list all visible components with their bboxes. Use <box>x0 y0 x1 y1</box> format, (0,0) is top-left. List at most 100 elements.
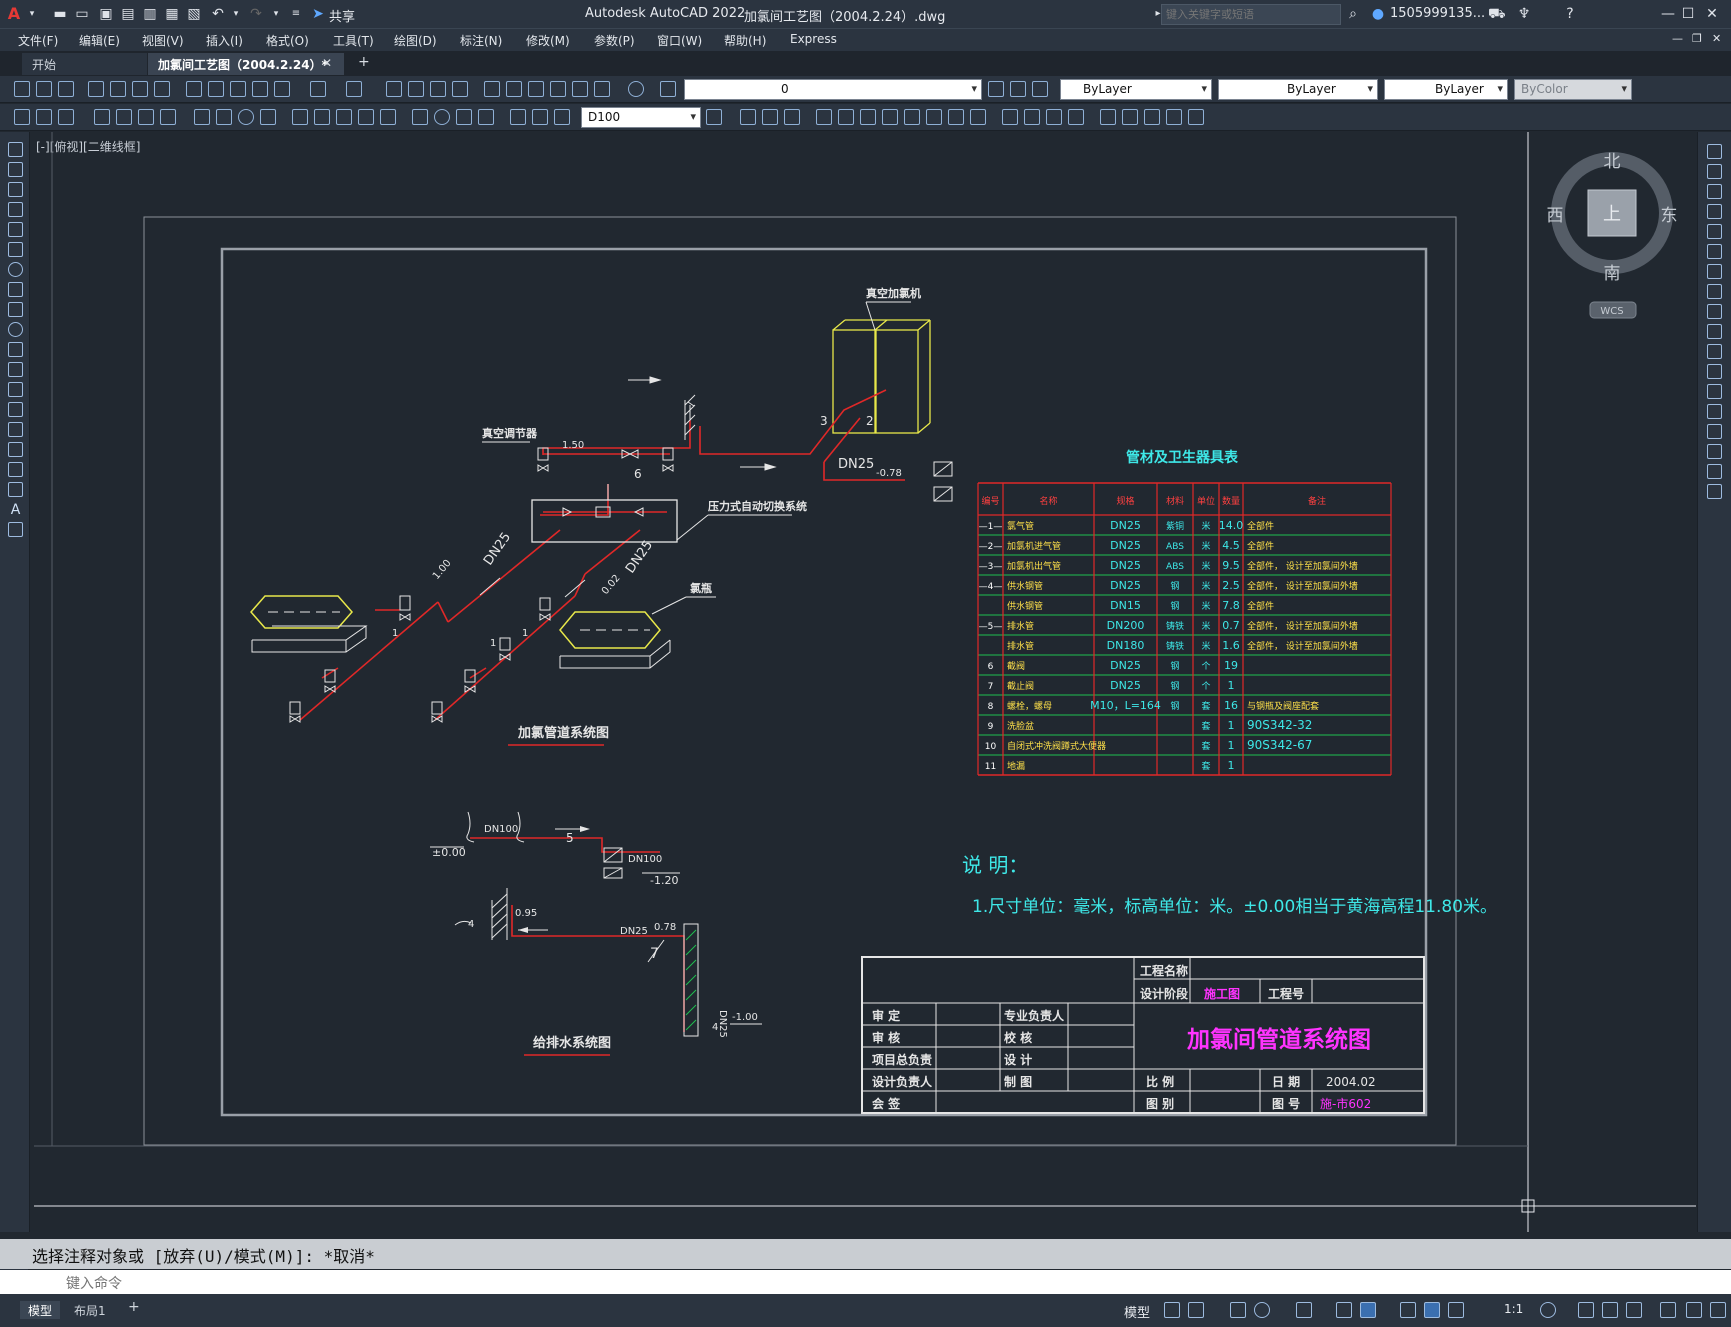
tb-3d-wedge-icon[interactable] <box>762 109 778 125</box>
fillet-icon[interactable] <box>1707 444 1722 459</box>
grid-icon[interactable] <box>1164 1302 1180 1318</box>
open-file-icon[interactable]: ▭ <box>75 6 89 22</box>
workspace-gear-icon[interactable] <box>1540 1302 1556 1318</box>
tb-layer-previous-icon[interactable] <box>1010 81 1026 97</box>
tb-designcenter-icon[interactable] <box>506 81 522 97</box>
dimstyle-combo[interactable]: D100 <box>581 107 701 128</box>
tb-dim-ordinate-icon[interactable] <box>160 109 176 125</box>
isodraft-icon[interactable] <box>1296 1302 1312 1318</box>
viewcube-east[interactable]: 东 <box>1661 206 1678 226</box>
draw-polygon-icon[interactable] <box>8 202 23 217</box>
tb-toolpalette-icon[interactable] <box>528 81 544 97</box>
tb-dim-break-icon[interactable] <box>380 109 396 125</box>
tb-plot-icon[interactable] <box>88 81 104 97</box>
lineweight-combo[interactable]: ByLayer <box>1384 79 1508 100</box>
menu-express[interactable]: Express <box>790 32 837 46</box>
share-label[interactable]: 共享 <box>329 10 356 25</box>
tb-slice-icon[interactable] <box>1100 109 1116 125</box>
draw-construction-line-icon[interactable] <box>8 162 23 177</box>
app-menu-chevron-icon[interactable]: ▾ <box>29 9 35 19</box>
gradient-icon[interactable] <box>8 442 23 457</box>
tb-properties-icon[interactable] <box>484 81 500 97</box>
search-input[interactable] <box>1161 4 1341 25</box>
model-space-label[interactable]: 模型 <box>1124 1306 1151 1321</box>
tb-dim-override-icon[interactable] <box>706 109 722 125</box>
draw-point-icon[interactable] <box>8 402 23 417</box>
annotation-monitor-icon[interactable] <box>1578 1302 1594 1318</box>
mtext-icon[interactable]: A <box>10 502 21 518</box>
tb-calculator-icon[interactable] <box>594 81 610 97</box>
tb-layer-properties-icon[interactable] <box>660 81 676 97</box>
tb-dim-style-icon[interactable] <box>554 109 570 125</box>
tb-dim-space-icon[interactable] <box>358 109 374 125</box>
menu-tools[interactable]: 工具(T) <box>333 34 374 48</box>
menu-parametric[interactable]: 参数(P) <box>594 34 635 48</box>
add-layout-button[interactable]: + <box>128 1299 140 1315</box>
tb-mirror-icon[interactable] <box>904 109 920 125</box>
tb-extrude-icon[interactable] <box>1002 109 1018 125</box>
viewcube-face[interactable] <box>1587 189 1637 237</box>
tb-copy-icon[interactable] <box>208 81 224 97</box>
tb-block-icon[interactable] <box>274 81 290 97</box>
extend-icon[interactable] <box>1707 344 1722 359</box>
chamfer-icon[interactable] <box>1707 424 1722 439</box>
linetype-combo[interactable]: ByLayer <box>1218 79 1378 100</box>
app-logo-icon[interactable]: A <box>7 4 21 23</box>
search-expand-icon[interactable]: ▸ <box>1155 8 1161 19</box>
draw-revcloud-icon[interactable] <box>8 282 23 297</box>
menu-insert[interactable]: 插入(I) <box>206 34 243 48</box>
draw-circle-icon[interactable] <box>8 262 23 277</box>
draw-spline-icon[interactable] <box>8 302 23 317</box>
redo-icon[interactable]: ↷ <box>250 6 262 22</box>
tb-dim-baseline-icon[interactable] <box>314 109 330 125</box>
tb-dim-edit-icon[interactable] <box>510 109 526 125</box>
tb-undo-icon[interactable] <box>310 81 326 97</box>
tb-zoom-realtime-icon[interactable] <box>408 81 424 97</box>
tb-move-icon[interactable] <box>816 109 832 125</box>
tb-inspect-icon[interactable] <box>456 109 472 125</box>
make-block-icon[interactable] <box>8 382 23 397</box>
tb-dim-update-icon[interactable] <box>14 109 30 125</box>
menu-edit[interactable]: 编辑(E) <box>79 34 120 48</box>
publish-icon[interactable]: ▥ <box>143 6 157 22</box>
tb-redo-icon[interactable] <box>346 81 362 97</box>
menu-format[interactable]: 格式(O) <box>266 34 309 48</box>
erase-icon[interactable] <box>1707 144 1722 159</box>
close-icon[interactable]: ✕ <box>1706 6 1718 22</box>
tb-save-icon[interactable] <box>58 81 74 97</box>
tb-dim-continue-icon[interactable] <box>336 109 352 125</box>
doc-close-icon[interactable]: ✕ <box>1712 32 1722 45</box>
viewcube-south[interactable]: 南 <box>1604 264 1621 284</box>
tb-array-icon[interactable] <box>948 109 964 125</box>
tab-model[interactable]: 模型 <box>20 1301 61 1319</box>
tb-zoom-previous-icon[interactable] <box>452 81 468 97</box>
offset-icon[interactable] <box>1707 204 1722 219</box>
units-icon[interactable] <box>1602 1302 1618 1318</box>
tb-3d-print-icon[interactable] <box>154 81 170 97</box>
copy-icon[interactable] <box>1707 164 1722 179</box>
tb-flatten-icon[interactable] <box>1144 109 1160 125</box>
redo-chevron-icon[interactable]: ▾ <box>273 9 279 19</box>
scale-icon[interactable] <box>1707 284 1722 299</box>
snap-icon[interactable] <box>1188 1302 1204 1318</box>
viewport-controls-label[interactable]: [-][俯视][二维线框] <box>36 140 141 154</box>
tb-quick-dim-icon[interactable] <box>292 109 308 125</box>
stretch-icon[interactable] <box>1707 304 1722 319</box>
customize-qat-icon[interactable]: ≡ <box>291 8 301 19</box>
tb-pan-icon[interactable] <box>386 81 402 97</box>
tb-dim-radius-icon[interactable] <box>194 109 210 125</box>
menu-modify[interactable]: 修改(M) <box>526 34 570 48</box>
tb-dim-angular-icon[interactable] <box>260 109 276 125</box>
break-at-point-icon[interactable] <box>1707 364 1722 379</box>
trim-icon[interactable] <box>1707 324 1722 339</box>
tb-paste-icon[interactable] <box>230 81 246 97</box>
tab-layout1[interactable]: 布局1 <box>74 1304 106 1318</box>
join-icon[interactable] <box>1707 404 1722 419</box>
tb-revolve-icon[interactable] <box>1024 109 1040 125</box>
color-combo[interactable]: ByLayer <box>1060 79 1212 100</box>
tb-dim-jogged-icon[interactable] <box>216 109 232 125</box>
osnap-icon[interactable] <box>1360 1302 1376 1318</box>
tb-new-icon[interactable] <box>14 81 30 97</box>
tb-dim-linear-icon[interactable] <box>94 109 110 125</box>
tb-offset-icon[interactable] <box>926 109 942 125</box>
